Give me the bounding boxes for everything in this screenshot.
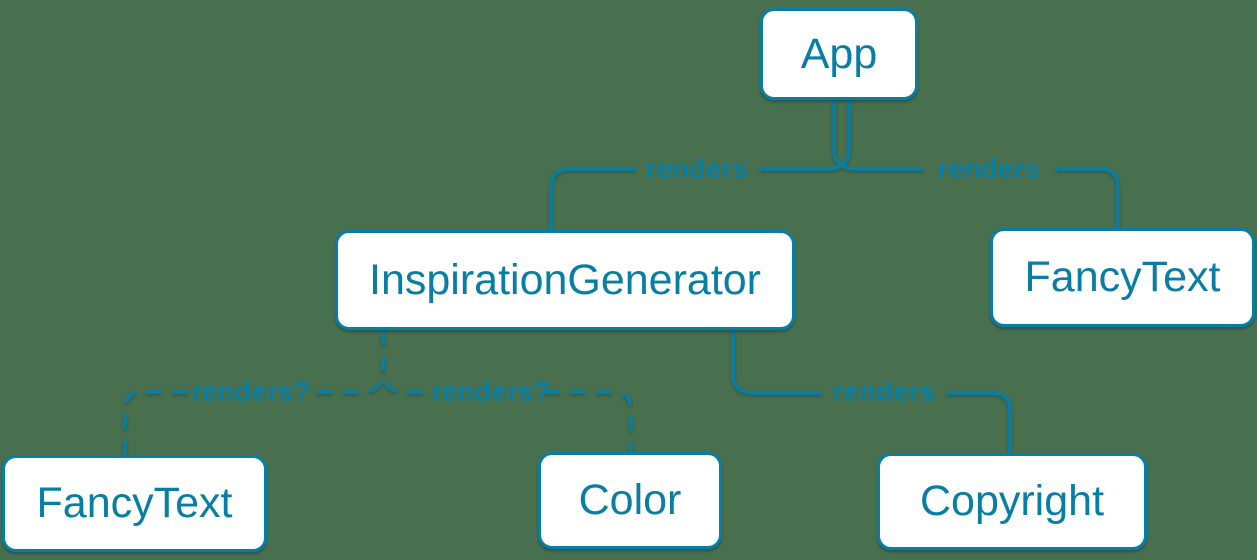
node-app: App — [760, 8, 918, 100]
edge-label-inspirationgenerator-copyright: renders — [832, 376, 936, 407]
node-copyright: Copyright — [877, 453, 1147, 550]
node-app-label: App — [800, 29, 878, 78]
edge-app-fancytext — [832, 99, 1120, 229]
node-fancy-text-bottom: FancyText — [2, 455, 267, 552]
node-color: Color — [538, 452, 722, 549]
node-fancy-text-top: FancyText — [990, 228, 1255, 327]
edge-label-inspirationgenerator-fancytext: renders? — [191, 376, 311, 407]
edge-inspirationgenerator-color-dashed — [381, 330, 633, 452]
edge-label-app-inspirationgenerator: renders — [645, 153, 749, 184]
node-inspiration-generator-label: InspirationGenerator — [369, 255, 761, 304]
node-copyright-label: Copyright — [919, 477, 1105, 525]
node-fancy-text-top-label: FancyText — [1024, 253, 1221, 301]
node-inspiration-generator: InspirationGenerator — [335, 230, 795, 330]
edge-inspirationgenerator-copyright — [731, 329, 1012, 454]
node-color-label: Color — [578, 476, 682, 524]
edge-label-app-fancytext: renders — [937, 153, 1041, 184]
edge-label-inspirationgenerator-color: renders? — [431, 376, 551, 407]
node-fancy-text-bottom-label: FancyText — [36, 479, 233, 527]
